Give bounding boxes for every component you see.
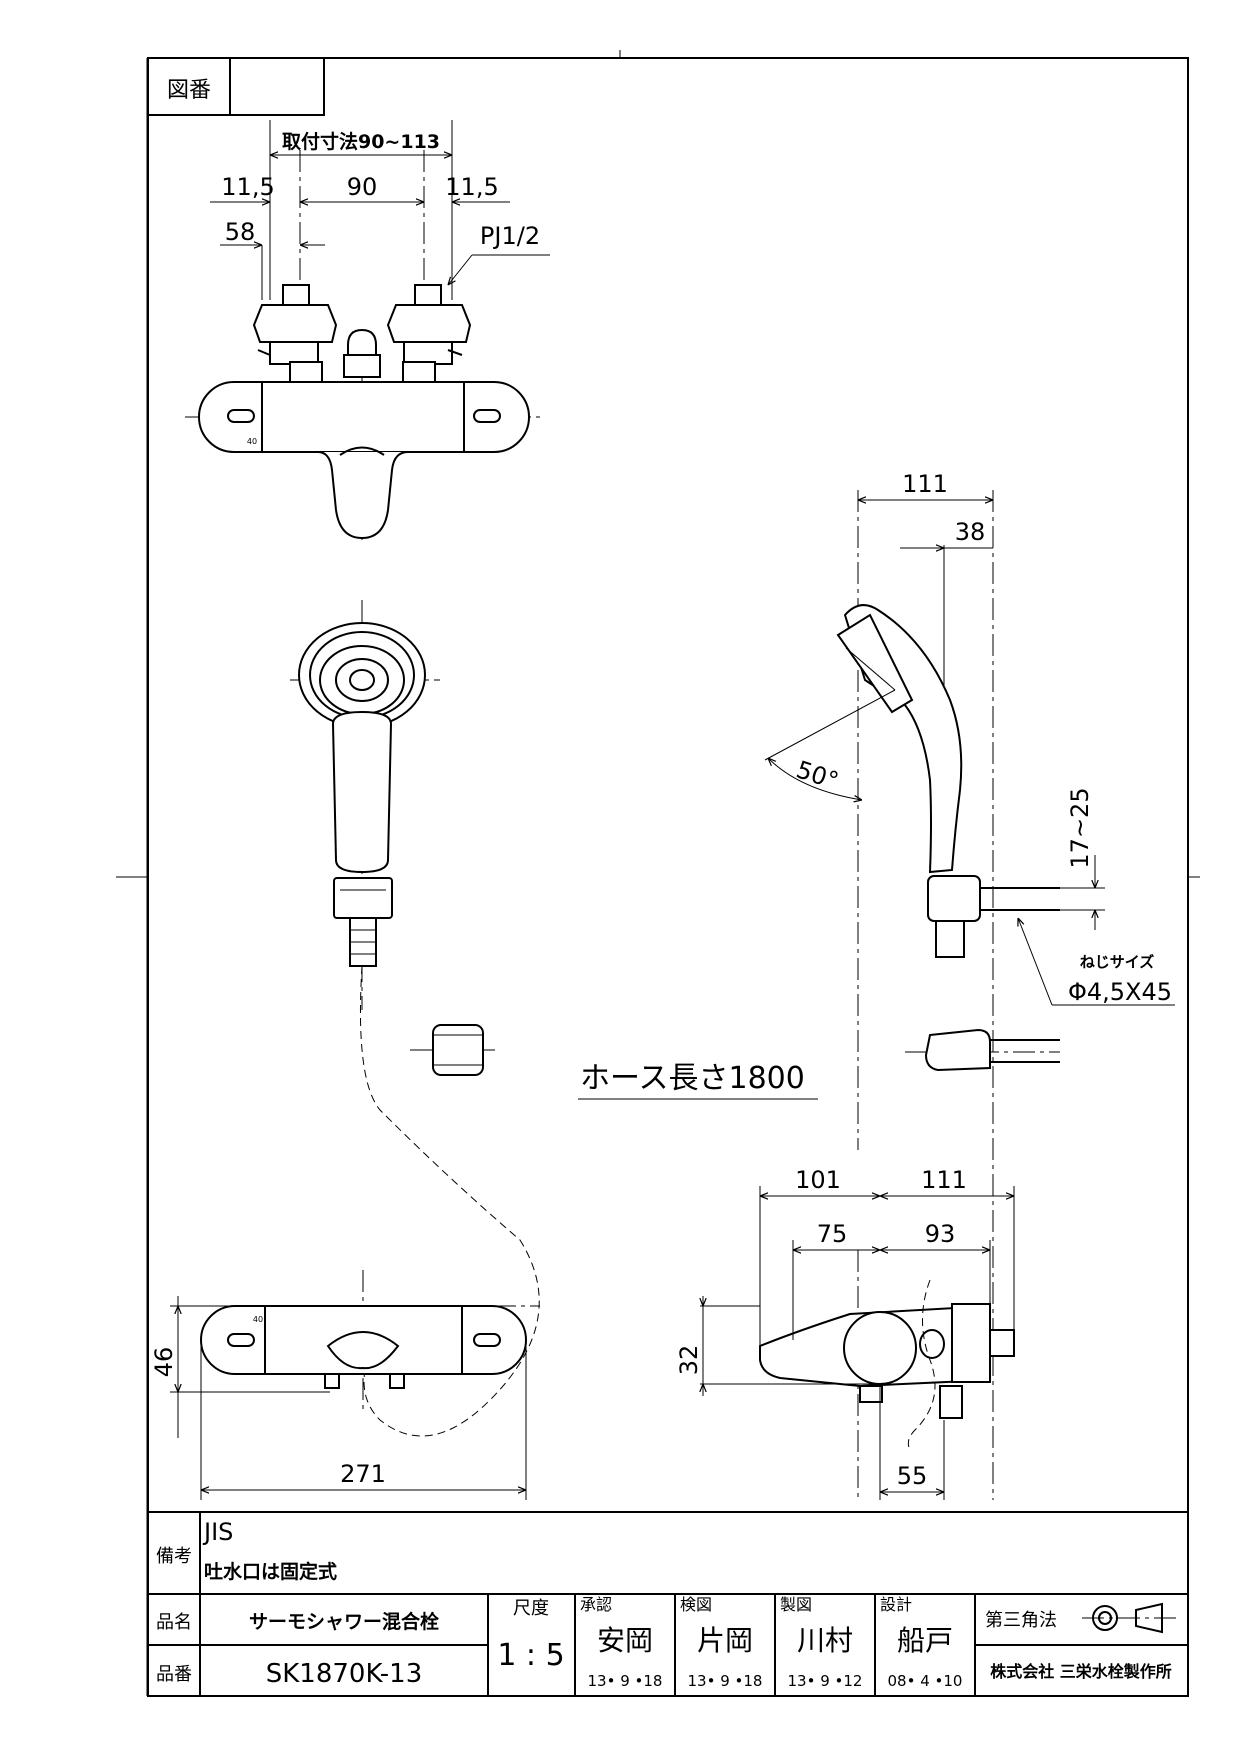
drawn-name: 川村 — [797, 1624, 853, 1657]
screw-size-value: Φ4,5X45 — [1068, 978, 1172, 1006]
height-46-dimension: 46 — [150, 1347, 178, 1378]
side-38-dimension: 38 — [955, 518, 986, 546]
third-angle-projection-icon — [1082, 1602, 1180, 1634]
approved-name: 安岡 — [597, 1624, 653, 1657]
drawing-no-label: 図番 — [167, 78, 211, 103]
screw-size-label: ねじサイズ — [1080, 953, 1155, 971]
center-dimension: 90 — [347, 173, 378, 201]
drawn-label: 製図 — [780, 1595, 812, 1614]
scale-label: 尺度 — [513, 1598, 549, 1619]
hose-length-label: ホース長さ1800 — [580, 1061, 805, 1096]
product-name-label: 品名 — [156, 1612, 192, 1633]
left-offset-dimension: 11,5 — [221, 173, 274, 201]
remark-jis: JIS — [202, 1518, 233, 1546]
product-number: SK1870K-13 — [266, 1659, 423, 1689]
left-58-dimension: 58 — [225, 218, 256, 246]
faucet-front-view: 40 取付寸法90~113 11,5 90 11,5 58 PJ1/2 — [185, 120, 550, 540]
projection-label: 第三角法 — [985, 1610, 1057, 1631]
design-name: 船戸 — [897, 1624, 953, 1657]
product-name: サーモシャワー混合栓 — [249, 1610, 439, 1633]
depth-55-dimension: 55 — [897, 1462, 928, 1490]
hose-line — [359, 965, 540, 1437]
wall-17-25-dimension: 17~25 — [1066, 787, 1094, 868]
angle-dimension: 50° — [793, 756, 842, 796]
bottom-93-dimension: 93 — [925, 1220, 956, 1248]
dial-mark-40-bottom: 40 — [253, 1315, 263, 1324]
product-no-label: 品番 — [156, 1664, 192, 1685]
bottom-101-dimension: 101 — [795, 1166, 841, 1194]
faucet-top-view: 40 46 271 — [150, 1270, 540, 1500]
shower-head-front-view — [290, 600, 440, 1010]
remark-spout: 吐水口は固定式 — [204, 1560, 337, 1583]
approved-label: 承認 — [580, 1595, 612, 1614]
company-name: 株式会社 三栄水栓製作所 — [990, 1662, 1172, 1681]
scale-value: 1 : 5 — [497, 1638, 564, 1673]
height-32-dimension: 32 — [675, 1345, 703, 1376]
title-block: 備考 JIS 吐水口は固定式 品名 サーモシャワー混合栓 品番 SK1870K-… — [148, 1511, 1188, 1696]
faucet-side-view: 101 111 75 93 32 55 — [675, 1166, 1015, 1500]
dial-mark-40: 40 — [247, 437, 257, 446]
checked-date: 13• 9 •18 — [688, 1672, 763, 1690]
bottom-75-dimension: 75 — [817, 1220, 848, 1248]
bottom-111-dimension: 111 — [921, 1166, 967, 1194]
checked-label: 検図 — [680, 1595, 712, 1614]
mount-dimension: 取付寸法90~113 — [282, 130, 440, 153]
right-offset-dimension: 11,5 — [445, 173, 498, 201]
width-271-dimension: 271 — [340, 1460, 386, 1488]
design-date: 08• 4 •10 — [888, 1672, 963, 1690]
approved-date: 13• 9 •18 — [588, 1672, 663, 1690]
design-label: 設計 — [880, 1595, 912, 1614]
holder-ring — [410, 1024, 495, 1076]
drawing-number-box: 図番 — [147, 57, 325, 116]
drawn-date: 13• 9 •12 — [788, 1672, 863, 1690]
side-111-dimension: 111 — [902, 470, 948, 498]
remarks-label: 備考 — [156, 1546, 192, 1567]
pipe-thread-label: PJ1/2 — [480, 222, 540, 250]
checked-name: 片岡 — [697, 1624, 753, 1657]
